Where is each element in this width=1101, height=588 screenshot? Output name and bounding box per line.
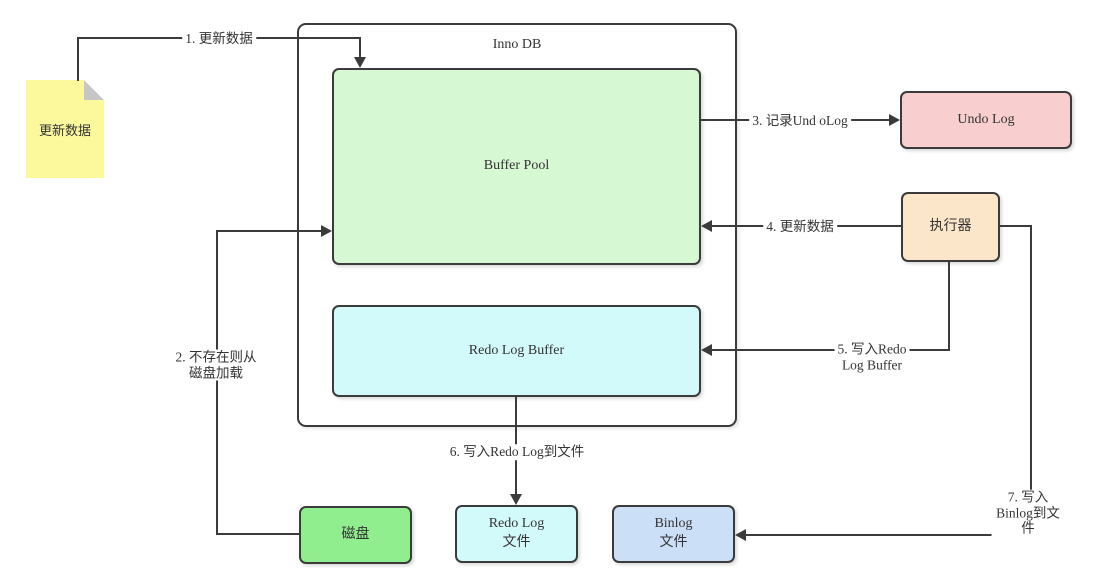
edge6-label: 6. 写入Redo Log到文件 [446,444,588,460]
edge5-segment-horizontal [711,349,950,351]
disk-label: 磁盘 [341,526,370,542]
edge6-arrowhead-icon [510,494,522,505]
edge5-arrowhead-icon [701,344,712,356]
disk-node: 磁盘 [299,506,412,564]
update-data-note: 更新数据 [26,80,104,178]
redo-log-file-label: Redo Log 文件 [488,516,545,550]
binlog-file-node: Binlog 文件 [612,505,735,563]
edge7-segment-bottom [746,534,1032,536]
redo-log-buffer-label: Redo Log Buffer [468,342,565,358]
edge2-arrowhead-icon [321,225,332,237]
edge7-segment-top [1000,225,1032,227]
edge5-segment-vertical [948,261,950,351]
buffer-pool-label: Buffer Pool [483,158,550,174]
executor-label: 执行器 [929,218,972,234]
edge2-label: 2. 不存在则从 磁盘加载 [172,349,260,381]
innodb-title: Inno DB [492,37,542,52]
note-folded-corner-icon [84,80,104,100]
edge2-segment-bottom [216,533,301,535]
edge3-arrowhead-icon [889,114,900,126]
edge2-segment-vertical [216,230,218,535]
edge4-label: 4. 更新数据 [763,219,837,235]
edge5-label: 5. 写入Redo Log Buffer [834,341,910,373]
redo-log-file-node: Redo Log 文件 [455,505,578,563]
redo-log-buffer-node: Redo Log Buffer [332,305,701,397]
binlog-file-label: Binlog 文件 [654,516,693,550]
edge7-label: 7. 写入Binlog到文件 [991,489,1065,537]
edge7-segment-vertical [1030,225,1032,536]
undo-log-node: Undo Log [900,91,1072,149]
edge1-arrowhead-icon [354,57,366,68]
buffer-pool-node: Buffer Pool [332,68,701,265]
undo-log-label: Undo Log [957,111,1015,127]
edge7-arrowhead-icon [735,529,746,541]
edge1-label: 1. 更新数据 [182,31,256,47]
note-label: 更新数据 [38,122,91,138]
edge2-segment-top [216,230,322,232]
edge3-label: 3. 记录Und oLog [749,113,851,129]
edge1-segment-drop [359,37,361,59]
edge1-segment-vertical [77,37,79,81]
executor-node: 执行器 [901,192,1000,262]
edge4-arrowhead-icon [701,220,712,232]
